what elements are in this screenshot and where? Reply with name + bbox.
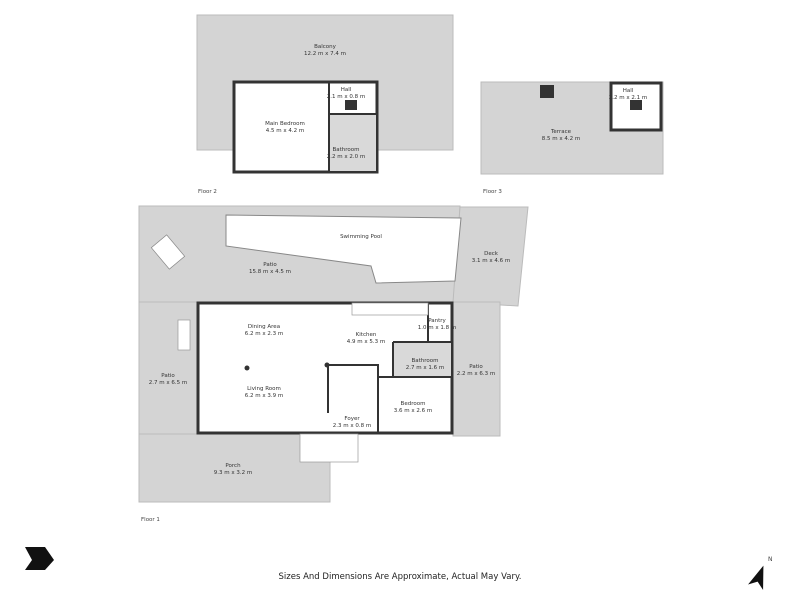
logo [25, 547, 54, 570]
patio-right-area [452, 301, 501, 437]
porch-area [138, 433, 331, 503]
room-label: Swimming Pool [340, 234, 382, 240]
disclaimer: Sizes And Dimensions Are Approximate, Ac… [278, 572, 522, 582]
north-arrow-icon [748, 565, 764, 590]
floor-label: Floor 2 [198, 189, 217, 195]
floor2-bathroom [329, 115, 376, 171]
compass-label: N [768, 556, 773, 563]
swimming-pool [225, 214, 462, 284]
floor-label: Floor 3 [483, 189, 502, 195]
floor-label: Floor 1 [141, 517, 160, 523]
